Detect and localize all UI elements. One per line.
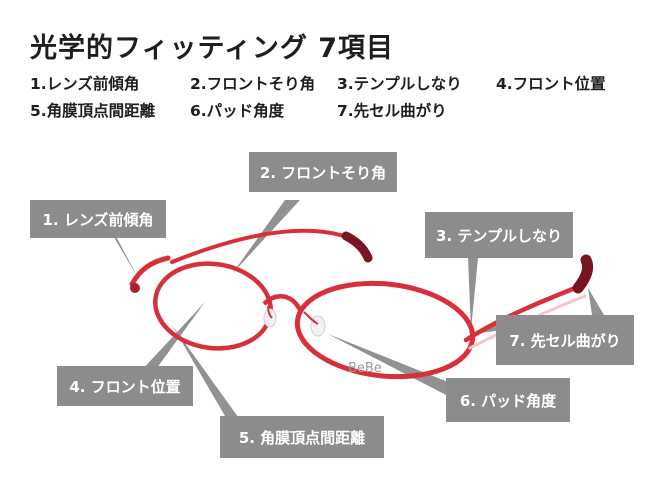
left-lens-rim	[153, 261, 273, 351]
pointer-7b	[588, 288, 604, 315]
pointer-4	[140, 302, 205, 372]
page-title: 光学的フィッティング 7項目	[30, 33, 395, 64]
pointer-2	[232, 200, 300, 274]
pad-arm-right	[303, 311, 319, 325]
temple-tip-near	[572, 254, 594, 294]
pad-arm-left	[267, 305, 273, 319]
callout-tip-bend: 7. 先セル曲がり	[496, 315, 634, 365]
item-front-position: 4.フロント位置	[496, 75, 606, 93]
brand-mark-text: BeBe	[348, 361, 382, 376]
callout-front-curve-angle: 2. フロントそり角	[249, 152, 397, 192]
bridge	[262, 294, 303, 312]
left-nose-pad	[263, 308, 277, 328]
pointer-3	[468, 258, 478, 330]
callout-pad-angle: 6. パッド角度	[446, 378, 570, 422]
left-endpiece	[129, 255, 171, 287]
left-hinge	[130, 283, 140, 293]
temple-near	[463, 281, 588, 343]
right-nose-pad	[310, 315, 326, 337]
callout-vertex-distance: 5. 角膜頂点間距離	[220, 416, 384, 458]
callout-temple-bend: 3. テンプルしなり	[425, 212, 573, 258]
callout-lens-tilt-angle: 1. レンズ前傾角	[30, 200, 166, 238]
callout-front-position: 4. フロント位置	[57, 366, 193, 406]
temple-far	[170, 228, 352, 264]
item-temple-bend: 3.テンプルしなり	[337, 75, 462, 93]
right-lens-rim	[294, 280, 476, 380]
item-front-curve-angle: 2.フロントそり角	[190, 75, 316, 93]
pointer-6	[328, 334, 448, 396]
item-lens-tilt-angle: 1.レンズ前傾角	[30, 75, 140, 93]
pointer-5	[172, 325, 246, 428]
temple-tip-far	[341, 231, 373, 263]
item-pad-angle: 6.パッド角度	[190, 102, 285, 120]
item-tip-bend: 7.先セル曲がり	[337, 102, 447, 120]
item-vertex-distance: 5.角膜頂点間距離	[30, 102, 156, 120]
